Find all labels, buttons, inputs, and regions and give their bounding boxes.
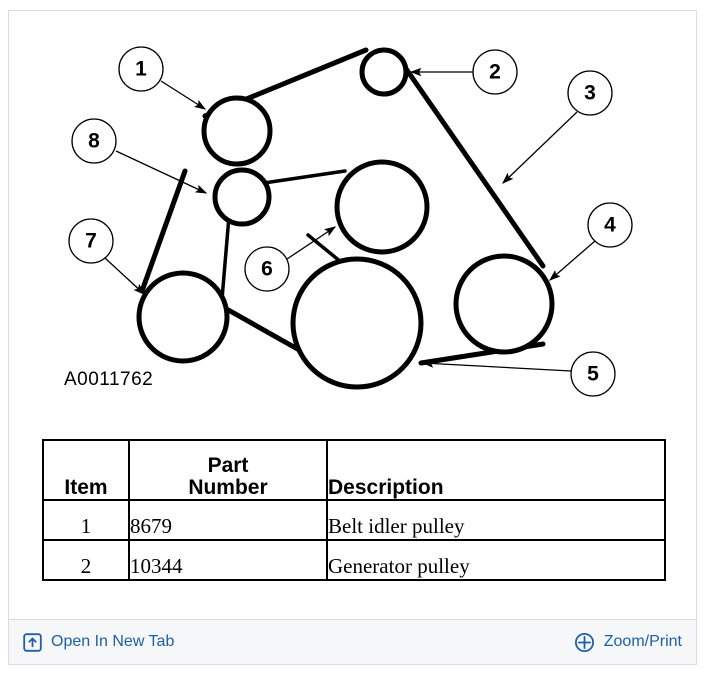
callout-leader-lines xyxy=(104,67,596,372)
callout-7-label: 7 xyxy=(85,230,97,253)
row-1-description: Belt idler pulley xyxy=(326,499,666,541)
parts-table: Item Part Number Description 1 8679 xyxy=(42,439,666,581)
zoom-print-button[interactable]: Zoom/Print xyxy=(574,632,682,653)
row-1-part-number: 8679 xyxy=(128,499,328,541)
table-row: 2 10344 Generator pulley xyxy=(42,539,666,581)
drawing-id-label: A0011762 xyxy=(64,369,154,390)
header-part-number: Part Number xyxy=(128,439,328,501)
callout-7: 7 xyxy=(68,218,114,264)
pulley-belt-idler xyxy=(201,95,273,167)
open-in-new-tab-icon xyxy=(23,632,42,652)
callout-8-label: 8 xyxy=(88,130,100,153)
pulley-four xyxy=(453,253,555,355)
open-in-new-tab-button[interactable]: Open In New Tab xyxy=(23,632,175,652)
leader-3 xyxy=(502,111,578,184)
callout-1: 1 xyxy=(118,46,164,92)
header-description: Description xyxy=(326,439,666,501)
callout-2: 2 xyxy=(472,49,518,95)
leader-8 xyxy=(115,150,208,194)
pulley-group xyxy=(136,47,555,390)
row-1-item: 1 xyxy=(42,499,130,541)
callout-bubbles: 1 2 3 4 xyxy=(68,46,633,397)
leader-1 xyxy=(160,80,207,110)
callout-3: 3 xyxy=(567,70,613,116)
header-part-number-line1: Part xyxy=(207,453,249,477)
header-item: Item xyxy=(42,439,130,501)
leader-7 xyxy=(104,257,145,295)
belt-routing-svg: 1 2 3 4 xyxy=(68,46,633,397)
row-2-description: Generator pulley xyxy=(326,539,666,581)
image-viewer-panel: 1 2 3 4 xyxy=(8,10,697,665)
pulley-eight xyxy=(212,167,272,227)
diagram-content-area: 1 2 3 4 xyxy=(9,11,696,619)
callout-5: 5 xyxy=(570,351,616,397)
callout-3-label: 3 xyxy=(584,82,596,105)
pulley-crankshaft xyxy=(290,256,424,390)
zoom-print-plus-circle-icon xyxy=(574,632,595,653)
belt-routing-diagram: 1 2 3 4 xyxy=(9,11,696,411)
callout-4-label: 4 xyxy=(604,214,616,237)
pulley-generator xyxy=(359,47,409,97)
header-part-number-line2: Number xyxy=(188,475,268,499)
callout-8: 8 xyxy=(71,118,117,164)
pulley-six xyxy=(334,159,430,255)
leader-5 xyxy=(421,359,572,372)
table-row: 1 8679 Belt idler pulley xyxy=(42,499,666,541)
callout-6: 6 xyxy=(244,246,290,292)
zoom-print-label: Zoom/Print xyxy=(603,633,682,650)
callout-6-label: 6 xyxy=(261,258,273,281)
callout-1-label: 1 xyxy=(135,58,147,81)
callout-2-label: 2 xyxy=(489,61,501,84)
callout-4: 4 xyxy=(587,202,633,248)
row-2-item: 2 xyxy=(42,539,130,581)
table-header-row: Item Part Number Description xyxy=(42,439,666,501)
leader-4 xyxy=(549,240,596,281)
row-2-part-number: 10344 xyxy=(128,539,328,581)
leader-6 xyxy=(286,226,337,260)
callout-5-label: 5 xyxy=(587,363,599,386)
viewer-footer-toolbar: Open In New Tab Zoom/Print xyxy=(9,619,696,664)
open-in-new-tab-label: Open In New Tab xyxy=(51,633,175,650)
pulley-seven xyxy=(136,270,230,364)
parts-table-container: Item Part Number Description 1 8679 xyxy=(42,439,666,581)
